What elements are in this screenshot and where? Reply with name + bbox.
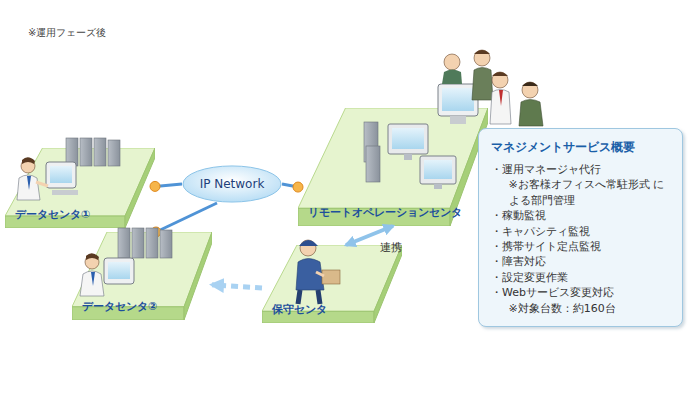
service-item: ・キャパシティ監視 [491,224,672,239]
site-name: データセンタ① [15,207,90,222]
service-item: ・障害対応 [491,254,672,269]
connector-line [156,203,217,232]
service-item: ・稼動監視 [491,208,672,223]
box-heading: マネジメントサービス概要 [491,139,672,156]
site-platform: リモートオペレーションセンタ [298,108,488,226]
service-summary-box: マネジメントサービス概要・運用マネージャ代行※お客様オフィスへ常駐形式 による部… [478,128,683,327]
service-item: ・Webサービス変更対応 [491,285,672,300]
service-item: ※お客様オフィスへ常駐形式 による部門管理 [491,177,672,208]
oval-shape [183,166,281,202]
platform-side [184,232,212,320]
dashed-arrow [212,285,262,288]
phase-note: ※運用フェーズ後 [28,26,106,40]
service-item: ・設定変更作業 [491,270,672,285]
connection-point [150,181,160,191]
network-name: IP Network [200,177,265,191]
site-name: リモートオペレーションセンタ [308,205,462,220]
network-cloud: IP Network [182,165,282,203]
connection-point [293,182,303,192]
site-platform: データセンタ① [5,148,155,228]
edge-label: 連携 [380,240,402,255]
site-name: 保守センタ [272,302,327,317]
site-platform: データセンタ② [72,232,212,320]
site-platform: 保守センタ [262,245,402,323]
service-item: ・運用マネージャ代行 [491,162,672,177]
site-name: データセンタ② [82,299,157,314]
service-item: ※対象台数：約160台 [491,301,672,316]
platform-side [125,148,155,228]
service-item: ・携帯サイト定点監視 [491,239,672,254]
platform-side [374,245,402,323]
connection-point [151,227,161,237]
